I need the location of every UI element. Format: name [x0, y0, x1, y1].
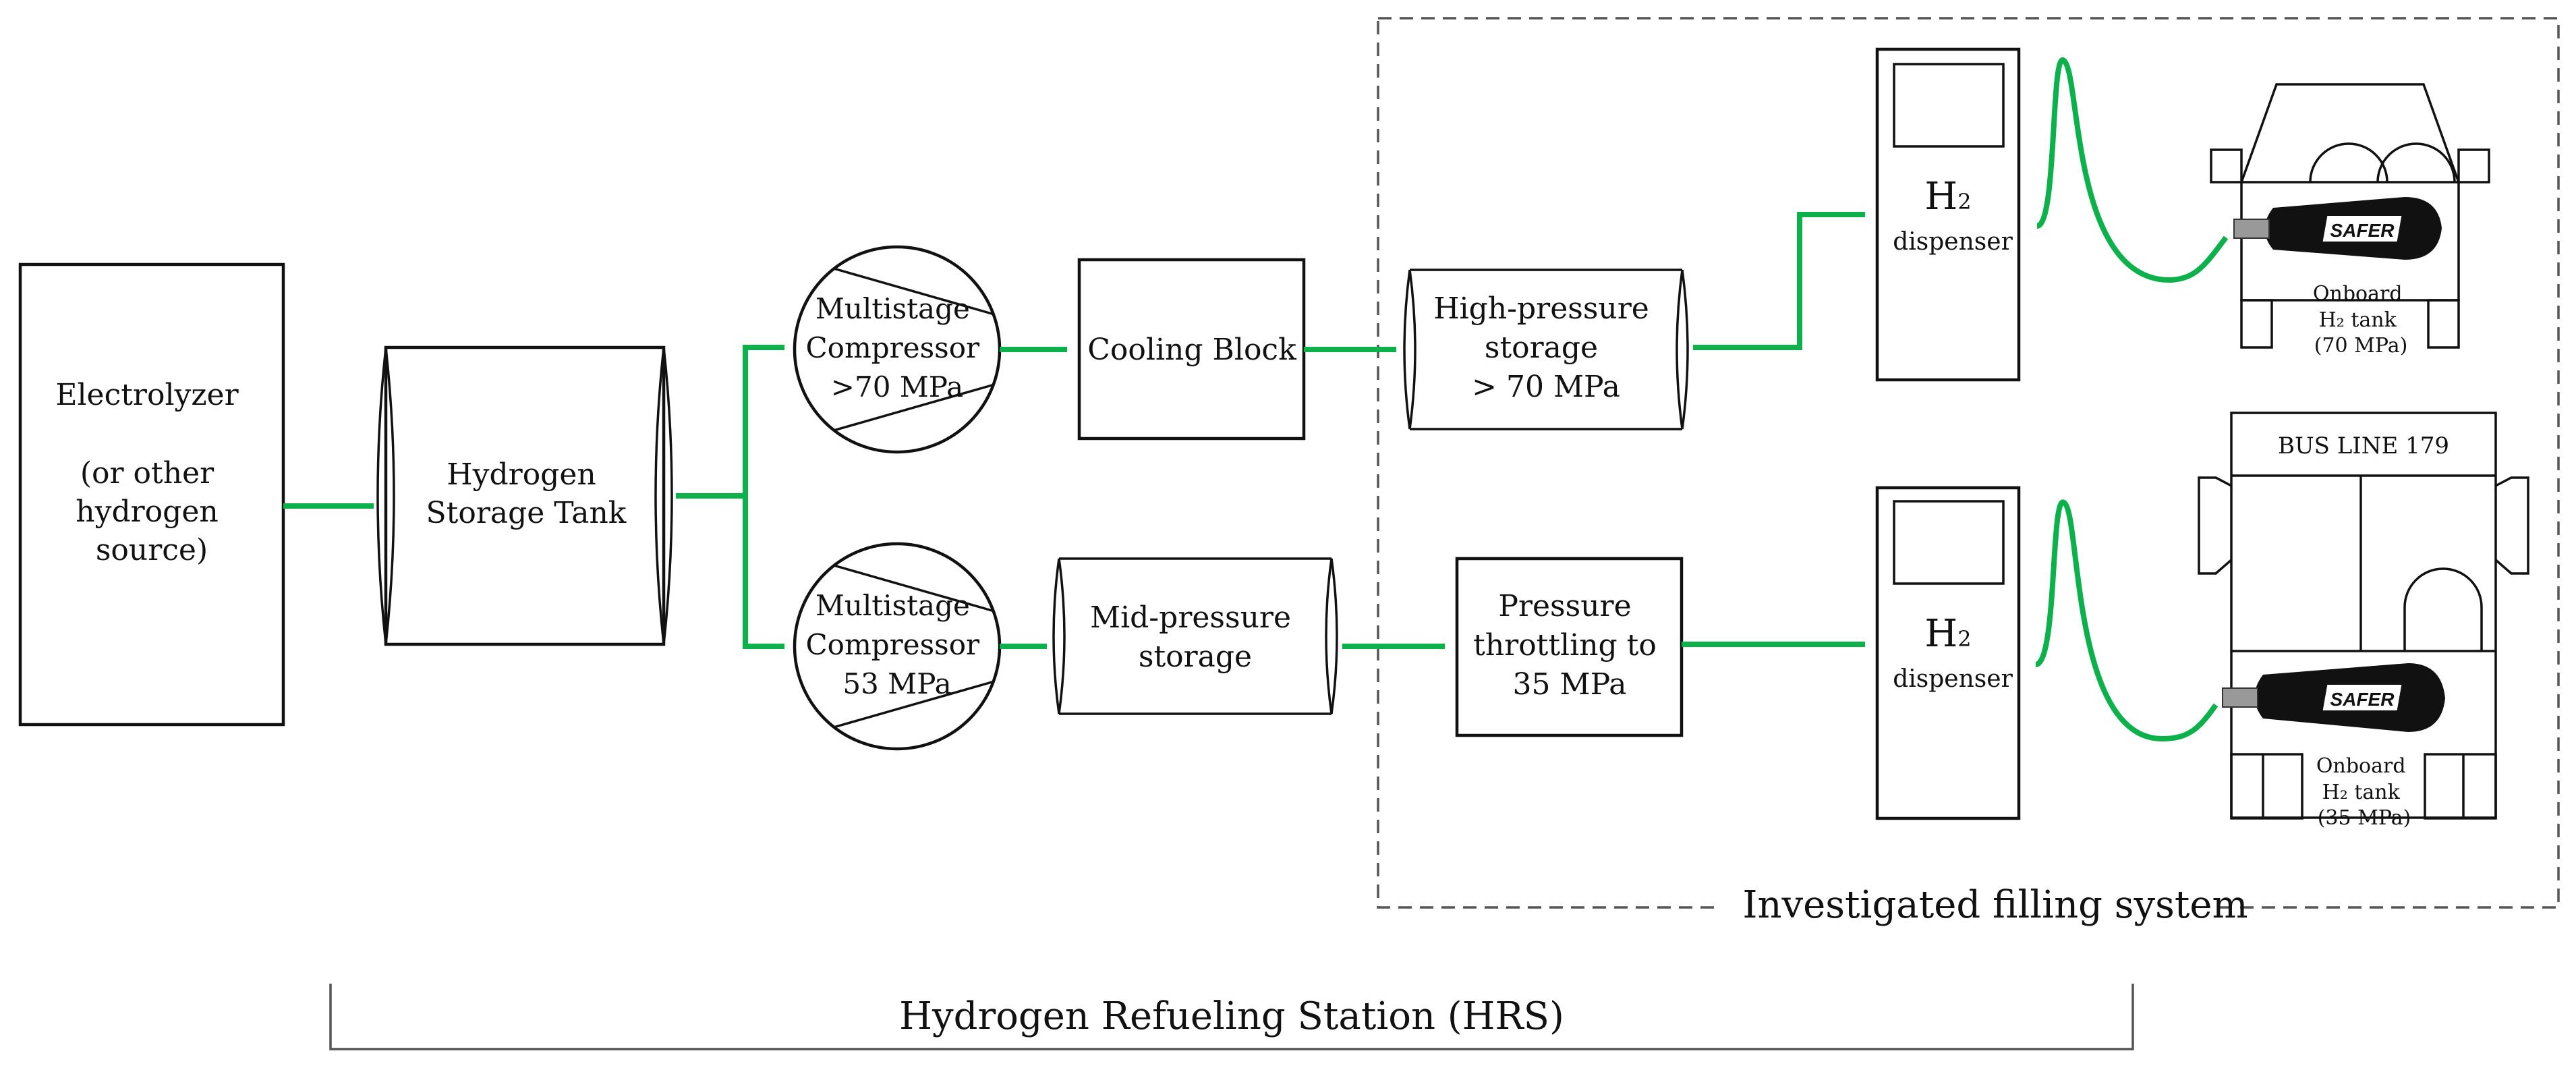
flow-connectors [283, 57, 2229, 742]
arrow-hp-storage-to-dispenser-top [1693, 212, 1866, 350]
hrs-bracket [329, 984, 2134, 1050]
bus-icon: BUS LINE 179 [2198, 412, 2529, 820]
cooling-block-label: Cooling Block [1087, 333, 1296, 367]
pressure-throttling-label: Pressure throttling to 35 MPa [1473, 589, 1666, 702]
compressor-mid-label: Multistage Compressor 53 MPa [806, 589, 989, 700]
mid-pressure-storage-node: Mid-pressure storage [1052, 557, 1338, 715]
car-icon [2210, 83, 2490, 349]
dispenser-top-h2: H2 [1924, 175, 1971, 219]
hydrogen-storage-tank-label: Hydrogen Storage Tank [426, 457, 627, 530]
pressure-throttling-node: Pressure throttling to 35 MPa [1455, 557, 1684, 737]
hrs-label: Hydrogen Refueling Station (HRS) [899, 994, 1564, 1038]
bus-tank-label: Onboard H₂ tank (35 MPa) [2316, 754, 2412, 830]
compressor-high-label: Multistage Compressor >70 MPa [806, 292, 989, 403]
high-pressure-storage-label: High-pressure storage > 70 MPa [1433, 291, 1659, 404]
arrow-branch-to-compressor-high [743, 345, 785, 496]
dispenser-top-node: H2 dispenser [1875, 47, 2021, 382]
arrow-branch-to-compressor-mid [743, 496, 785, 649]
electrolyzer-node: Electrolyzer (or other hydrogen source) [18, 262, 285, 727]
dispenser-bottom-label: dispenser [1893, 665, 2013, 693]
car-tank-brand: SAFER [2330, 220, 2395, 241]
high-pressure-storage-node: High-pressure storage > 70 MPa [1403, 269, 1689, 430]
cooling-block-node: Cooling Block [1077, 258, 1306, 441]
car-tank-label: Onboard H₂ tank (70 MPa) [2313, 282, 2409, 358]
electrolyzer-label: Electrolyzer (or other hydrogen source) [55, 378, 248, 567]
bus-onboard-tank: SAFER [2222, 663, 2445, 732]
compressor-mid-node: Multistage Compressor 53 MPa [793, 542, 1002, 751]
dispenser-bottom-h2: H2 [1924, 612, 1971, 656]
bus-sign: BUS LINE 179 [2278, 432, 2449, 459]
car-onboard-tank: SAFER [2233, 197, 2442, 260]
investigated-region-label: Investigated filling system [1742, 883, 2248, 927]
hose-dispenser-bottom-to-bus [2034, 499, 2219, 742]
mid-pressure-storage-label: Mid-pressure storage [1090, 600, 1300, 674]
dispenser-bottom-node: H2 dispenser [1875, 486, 2021, 820]
dispenser-top-label: dispenser [1893, 228, 2013, 256]
hose-dispenser-top-to-car [2036, 57, 2229, 283]
bus-tank-brand: SAFER [2330, 689, 2395, 710]
compressor-high-node: Multistage Compressor >70 MPa [793, 245, 1002, 454]
hydrogen-storage-tank-node: Hydrogen Storage Tank [376, 345, 673, 646]
